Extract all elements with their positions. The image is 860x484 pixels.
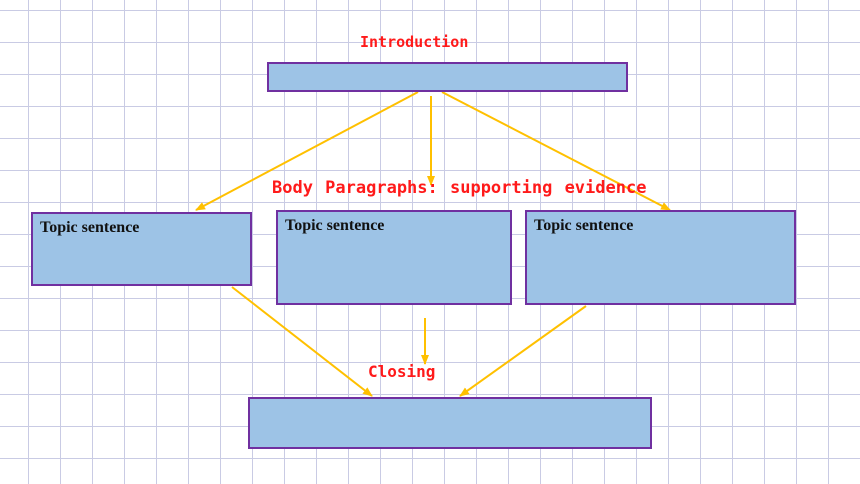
closing-label: Closing <box>368 362 436 381</box>
topic-sentence-label: Topic sentence <box>40 219 140 236</box>
topic-box-1: Topic sentence <box>31 212 252 286</box>
introduction-box <box>267 62 628 92</box>
topic-box-2: Topic sentence <box>276 210 512 305</box>
arrow-intro-to-topic-1 <box>195 91 419 211</box>
topic-sentence-label: Topic sentence <box>534 217 634 234</box>
arrow-intro-to-topic-3 <box>441 91 671 211</box>
arrow-topic-1-to-closing <box>231 286 373 397</box>
arrow-topic-3-to-closing <box>459 305 587 397</box>
closing-box <box>248 397 652 449</box>
body-paragraphs-label: Body Paragraphs: supporting evidence <box>272 178 647 198</box>
introduction-label: Introduction <box>360 33 469 51</box>
topic-sentence-label: Topic sentence <box>285 217 385 234</box>
topic-box-3: Topic sentence <box>525 210 796 305</box>
